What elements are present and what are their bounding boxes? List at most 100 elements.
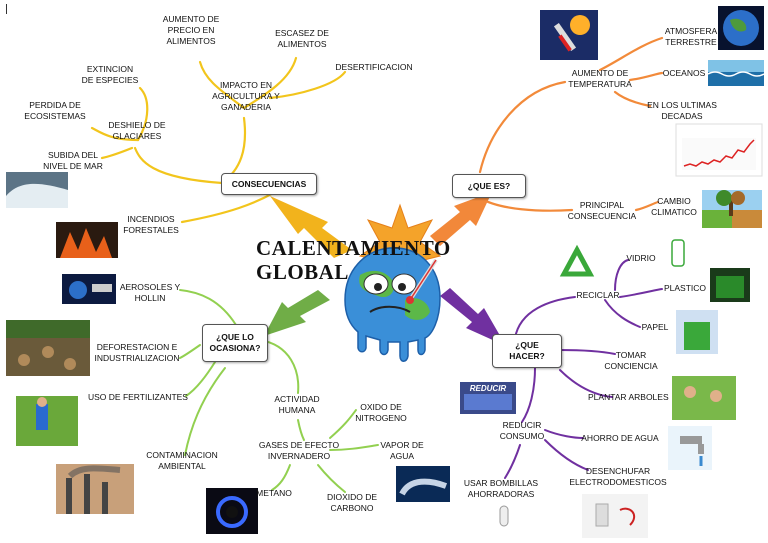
hub-que-es[interactable]: ¿QUE ES? [452, 174, 526, 198]
node-aerosoles-l1: AEROSOLES Y [119, 282, 181, 292]
node-extincion-l2: DE ESPECIES [81, 75, 139, 85]
node-bombillas: USAR BOMBILLAS AHORRADORAS [462, 478, 540, 500]
node-vidrio: VIDRIO [624, 253, 658, 264]
node-reducir-l1: REDUCIR [502, 420, 542, 430]
node-cambio-l2: CLIMATICO [651, 207, 697, 217]
node-oxido-l1: OXIDO DE [360, 402, 402, 412]
node-perdida: PERDIDA DE ECOSISTEMAS [22, 100, 88, 122]
node-subida-l2: NIVEL DE MAR [43, 161, 103, 171]
hub-consecuencias[interactable]: CONSECUENCIAS [221, 173, 317, 195]
node-dioxido-l1: DIOXIDO DE [326, 492, 378, 502]
node-reducir-l2: CONSUMO [499, 431, 545, 441]
node-perdida-l2: ECOSISTEMAS [24, 111, 86, 121]
arrow-to-consecuencias [270, 196, 352, 258]
node-deshielo-l2: GLACIARES [112, 131, 162, 141]
node-escasez-l1: ESCASEZ DE [275, 28, 329, 38]
node-actividad: ACTIVIDAD HUMANA [266, 394, 328, 416]
node-vapor: VAPOR DE AGUA [376, 440, 428, 462]
node-plantar: PLANTAR ARBOLES [588, 392, 669, 403]
node-aumento-temp-l2: TEMPERATURA [568, 79, 632, 89]
node-dioxido-l2: CARBONO [330, 503, 374, 513]
ocasiona-branches [179, 289, 379, 493]
node-incendios-l1: INCENDIOS [127, 214, 175, 224]
title-line-1: CALENTAMIENTO [256, 236, 451, 260]
node-principal: PRINCIPAL CONSECUENCIA [566, 200, 638, 222]
node-gases-l2: INVERNADERO [267, 451, 331, 461]
title-line-2: GLOBAL [256, 260, 349, 284]
node-aumento-temp-l1: AUMENTO DE [571, 68, 629, 78]
node-atmosfera-l2: TERRESTRE [665, 37, 717, 47]
aerosol-spray-image [62, 274, 116, 304]
node-aumento-precio-l1: AUMENTO DE [162, 14, 220, 24]
node-subida-l1: SUBIDA DEL [47, 150, 99, 160]
paper-bin-image [676, 310, 718, 354]
fertilizer-spraying-image [16, 396, 78, 446]
node-incendios: INCENDIOS FORESTALES [120, 214, 182, 236]
hub-hacer-line2: HACER? [509, 351, 545, 361]
node-subida: SUBIDA DEL NIVEL DE MAR [38, 150, 108, 172]
node-metano-l1: METANO [256, 488, 292, 498]
node-deforestacion: DEFORESTACION E INDUSTRIALIZACION [94, 342, 180, 364]
node-papel-l1: PAPEL [641, 322, 669, 332]
temperature-chart-image [675, 123, 763, 177]
factory-pollution-image [56, 464, 134, 514]
node-atmosfera-l1: ATMOSFERA [664, 26, 718, 36]
node-plantar-l1: PLANTAR ARBOLES [588, 392, 669, 402]
node-escasez-l2: ALIMENTOS [277, 39, 327, 49]
node-principal-l1: PRINCIPAL [579, 200, 625, 210]
climate-change-tree-image [702, 190, 762, 228]
node-oxido-l2: NITROGENO [355, 413, 407, 423]
node-plastico: PLASTICO [662, 283, 708, 294]
node-contaminacion-l1: CONTAMINACION [146, 450, 218, 460]
node-desenchufar: DESENCHUFAR ELECTRODOMESTICOS [568, 466, 668, 488]
arrow-to-ocasiona [264, 290, 330, 336]
node-desenchufar-l1: DESENCHUFAR [585, 466, 651, 476]
reducir-sign-l1: REDUCIR [469, 384, 507, 393]
hub-que-lo-ocasiona[interactable]: ¿QUE LO OCASIONA? [202, 324, 268, 362]
node-impacto-l3: GANADERIA [220, 102, 272, 112]
hub-consecuencias-label: CONSECUENCIAS [231, 178, 307, 189]
node-vapor-l1: VAPOR DE [380, 440, 424, 450]
steam-vapor-image [396, 466, 450, 502]
hub-que-hacer[interactable]: ¿QUE HACER? [492, 334, 562, 368]
node-contaminacion: CONTAMINACION AMBIENTAL [140, 450, 224, 472]
node-ultimas-l1: EN LOS ULTIMAS [647, 100, 717, 110]
node-gases-l1: GASES DE EFECTO [258, 440, 340, 450]
node-bombillas-l2: AHORRADORAS [467, 489, 535, 499]
water-faucet-image [668, 426, 712, 470]
node-aumento-temp: AUMENTO DE TEMPERATURA [564, 68, 636, 90]
planting-trees-image [672, 376, 736, 420]
hub-que-es-label: ¿QUE ES? [467, 180, 511, 191]
hub-ocasiona-line2: OCASIONA? [209, 343, 261, 353]
node-cambio-l1: CAMBIO [657, 196, 691, 206]
node-aumento-precio-l3: ALIMENTOS [166, 36, 216, 46]
node-extincion-l1: EXTINCION [86, 64, 134, 74]
node-oceanos: OCEANOS [660, 68, 708, 79]
node-cambio: CAMBIO CLIMATICO [646, 196, 702, 218]
node-dioxido: DIOXIDO DE CARBONO [322, 492, 382, 514]
node-actividad-l1: ACTIVIDAD [274, 394, 320, 404]
glass-recycle-icon-image [664, 236, 692, 270]
arrow-to-que-es [430, 192, 492, 246]
node-gases: GASES DE EFECTO INVERNADERO [258, 440, 340, 462]
node-incendios-l2: FORESTALES [123, 225, 179, 235]
node-escasez: ESCASEZ DE ALIMENTOS [272, 28, 332, 50]
node-aerosoles: AEROSOLES Y HOLLIN [118, 282, 182, 304]
node-extincion: EXTINCION DE ESPECIES [78, 64, 142, 86]
recycle-symbol-image [559, 244, 595, 277]
node-vapor-l2: AGUA [389, 451, 415, 461]
node-aerosoles-l2: HOLLIN [134, 293, 166, 303]
node-aumento-precio-l2: PRECIO EN [167, 25, 215, 35]
node-impacto-l2: AGRICULTURA Y [212, 91, 280, 101]
node-metano: METANO [252, 488, 296, 499]
node-fertilizantes-l1: USO DE FERTILIZANTES [88, 392, 188, 402]
node-oceanos-l1: OCEANOS [662, 68, 706, 78]
gas-flame-image [206, 488, 258, 534]
reducir-sign-text: REDUCIR [460, 383, 516, 394]
hub-ocasiona-line1: ¿QUE LO [216, 332, 254, 342]
forest-fire-image [56, 222, 118, 258]
node-bombillas-l1: USAR BOMBILLAS [463, 478, 539, 488]
hub-hacer-line1: ¿QUE [515, 340, 539, 350]
node-atmosfera: ATMOSFERA TERRESTRE [660, 26, 722, 48]
